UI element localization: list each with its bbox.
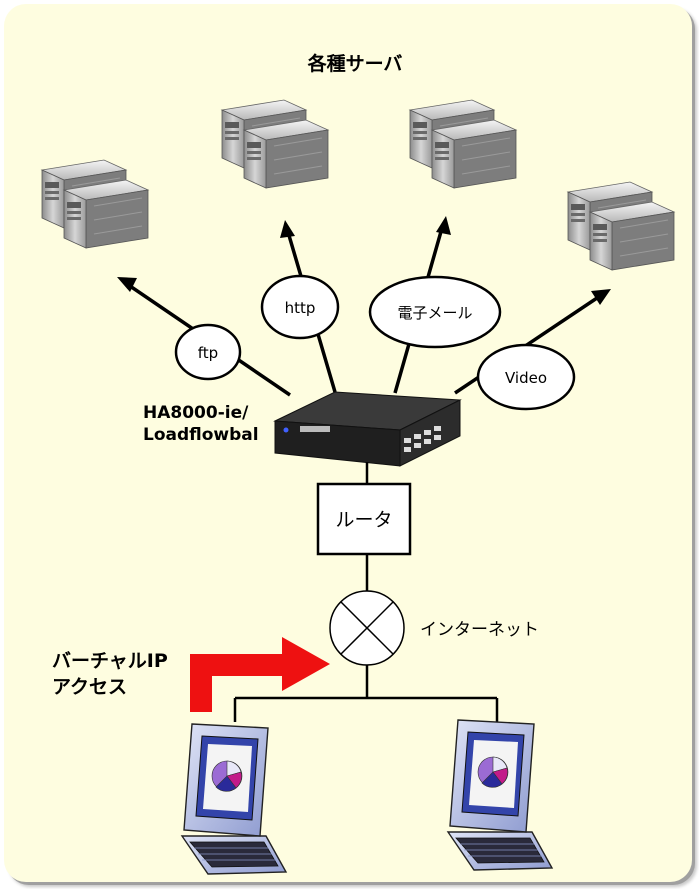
server-group-mail bbox=[410, 100, 516, 188]
load-balancer-device bbox=[273, 391, 462, 467]
protocol-ftp: ftp bbox=[174, 323, 242, 381]
internet-node bbox=[329, 590, 405, 666]
protocol-http-label: http bbox=[285, 299, 316, 317]
protocol-video-label: Video bbox=[505, 369, 547, 387]
device-label-line1: HA8000-ie/ bbox=[143, 403, 249, 423]
router-label: ルータ bbox=[335, 509, 392, 531]
access-label-line2: アクセス bbox=[52, 676, 127, 698]
protocol-video: Video bbox=[476, 343, 576, 411]
device-label-line2: Loadflowbal bbox=[143, 425, 259, 445]
access-label-line1: バーチャルIP bbox=[52, 650, 168, 672]
internet-label: インターネット bbox=[420, 620, 539, 640]
protocol-mail-label: 電子メール bbox=[397, 304, 472, 322]
server-group-http bbox=[222, 100, 328, 188]
protocol-mail: 電子メール bbox=[368, 275, 502, 349]
client-laptop-left bbox=[181, 723, 287, 875]
server-arrowheads bbox=[117, 216, 611, 305]
client-bus bbox=[233, 665, 499, 722]
server-group-video bbox=[568, 182, 674, 270]
server-group-ftp bbox=[42, 160, 148, 248]
virtual-ip-arrow bbox=[190, 637, 330, 712]
router-box: ルータ bbox=[316, 482, 412, 556]
client-laptop-right bbox=[447, 719, 553, 871]
protocol-http: http bbox=[260, 274, 340, 340]
diagram-title: 各種サーバ bbox=[307, 52, 403, 75]
protocol-ftp-label: ftp bbox=[198, 344, 218, 362]
